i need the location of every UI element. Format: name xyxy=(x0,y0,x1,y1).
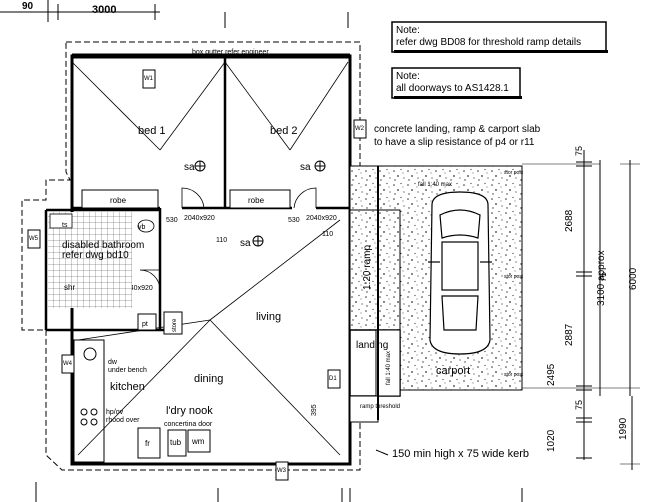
fall-top-label: fall 1:40 max xyxy=(418,182,452,188)
store-label: store xyxy=(172,318,178,332)
note2-text: all doorways to AS1428.1 xyxy=(396,83,509,94)
dim-90: 90 xyxy=(22,1,34,12)
robes: robe robe xyxy=(81,189,291,209)
stor-post-top: stor post xyxy=(504,170,524,176)
dim-1990: 1990 xyxy=(618,417,629,440)
dim-3100-approx: 3100 approx xyxy=(596,250,607,306)
doors xyxy=(139,187,317,291)
room-bathroom-ref: refer dwg bd10 xyxy=(62,250,129,261)
fr-label: fr xyxy=(145,439,150,448)
dim-1020: 1020 xyxy=(546,429,557,452)
carport-label: carport xyxy=(436,365,470,377)
concertina-label: concertina door xyxy=(164,421,213,428)
right-dimension-labels: 75 2688 75 2887 2495 75 1020 3100 approx… xyxy=(546,146,639,452)
dim-110-left: 110 xyxy=(216,237,227,244)
dim-2887: 2887 xyxy=(564,323,575,346)
dim-395: 395 xyxy=(311,404,318,416)
slip-note-2: to have a slip resistance of p4 or r11 xyxy=(374,137,535,148)
window-tags: W1 W2 W3 W4 W5 D1 xyxy=(27,69,367,481)
rhood-label: rhood over xyxy=(106,417,140,424)
dim-2688: 2688 xyxy=(564,209,575,232)
dim-530-left: 530 xyxy=(166,217,178,224)
note1-title: Note: xyxy=(396,25,420,36)
ts-label: ts xyxy=(62,222,68,229)
room-living: living xyxy=(256,311,281,323)
hpov-label: hp/ov xyxy=(106,409,124,416)
dim-6000: 6000 xyxy=(628,267,639,290)
room-bathroom: disabled bathroom xyxy=(62,240,144,251)
room-bed1: bed 1 xyxy=(138,125,166,137)
dim-530-right: 530 xyxy=(288,217,300,224)
note-box-1: Note: refer dwg BD08 for threshold ramp … xyxy=(391,21,608,53)
robe-left: robe xyxy=(110,196,127,205)
slip-note-1: concrete landing, ramp & carport slab xyxy=(374,124,541,135)
box-gutter-label: box gutter refer engineer xyxy=(192,49,269,56)
room-kitchen: kitchen xyxy=(110,381,145,393)
landing-label: landing xyxy=(356,340,388,351)
window-w3: W3 xyxy=(277,468,287,474)
ramp-threshold-label: ramp threshold xyxy=(360,404,400,410)
dim-75-top: 75 xyxy=(574,146,584,156)
dim-3000: 3000 xyxy=(92,4,116,16)
tub-label: tub xyxy=(170,438,182,447)
fall-landing-label: fall 1:40 max xyxy=(386,351,392,385)
door-dimensions: 530 2040x920 110 530 2040x920 110 2040x9… xyxy=(122,215,337,416)
dim-2040-bath: 2040x920 xyxy=(122,285,153,292)
smoke-alarms: sa sa sa xyxy=(184,160,326,249)
note1-text: refer dwg BD08 for threshold ramp detail… xyxy=(396,37,581,48)
dw-label: dw xyxy=(108,359,118,366)
shr-label: shr xyxy=(64,283,75,292)
top-dimension: 90 3000 xyxy=(0,1,160,20)
under-bench-label: under bench xyxy=(108,367,147,374)
room-bed2: bed 2 xyxy=(270,125,298,137)
pt-label: pt xyxy=(142,321,148,328)
window-w4: W4 xyxy=(63,361,73,367)
window-w5: W5 xyxy=(29,236,39,242)
window-w1: W1 xyxy=(144,76,154,82)
window-w2: W2 xyxy=(355,126,365,132)
ramp-label: 1:20 ramp xyxy=(362,245,373,290)
roof-outline xyxy=(21,41,361,471)
car-icon xyxy=(428,191,492,355)
dim-2495: 2495 xyxy=(546,363,557,386)
dim-75-mid: 75 xyxy=(598,272,608,282)
room-names: bed 1 bed 2 living dining kitchen l'dry … xyxy=(62,125,298,417)
stor-post-mid: stor post xyxy=(504,274,524,280)
right-dimensions xyxy=(522,150,640,470)
note2-title: Note: xyxy=(396,71,420,82)
stor-post-bot: stor post xyxy=(504,372,524,378)
sa-1: sa xyxy=(184,162,195,173)
dim-75-bottom: 75 xyxy=(574,400,584,410)
door-d1: D1 xyxy=(329,376,337,382)
kerb-note: 150 min high x 75 wide kerb xyxy=(392,448,529,460)
note-box-2: Note: all doorways to AS1428.1 xyxy=(391,67,522,99)
dim-110-right: 110 xyxy=(322,231,333,238)
dim-2040-left: 2040x920 xyxy=(184,215,215,222)
room-laundry: l'dry nook xyxy=(166,405,213,417)
wm-label: wm xyxy=(191,437,205,446)
vb-label: vb xyxy=(138,224,146,231)
boundary-lines xyxy=(35,0,523,502)
sa-2: sa xyxy=(300,162,311,173)
sa-3: sa xyxy=(240,238,251,249)
kitchen-bench xyxy=(73,339,211,463)
robe-right: robe xyxy=(248,196,265,205)
room-dining: dining xyxy=(194,373,223,385)
dim-2040-right: 2040x920 xyxy=(306,215,337,222)
